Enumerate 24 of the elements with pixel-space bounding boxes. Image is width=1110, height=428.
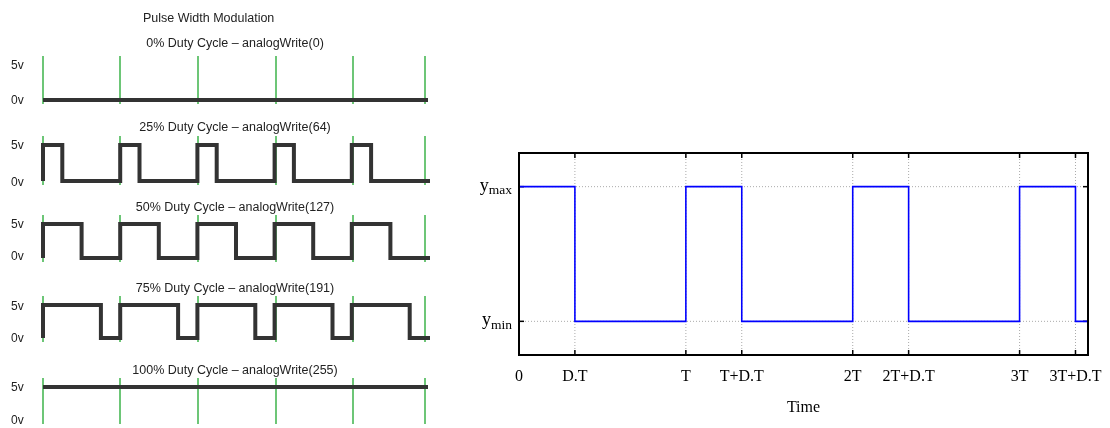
diagram-title: Pulse Width Modulation [143,10,275,26]
waveform-title: 100% Duty Cycle – analogWrite(255) [131,362,339,378]
waveform-title: 0% Duty Cycle – analogWrite(0) [145,35,325,51]
tick-label: y$_{max}$ [478,174,512,195]
voltage-label: 0v [11,249,24,263]
tick-label: 0 [514,367,524,385]
tick-label: D.T [561,367,589,385]
tick-label: y$_{min}$ [481,309,512,330]
waveform-title: 25% Duty Cycle – analogWrite(64) [138,119,332,135]
voltage-label: 5v [11,380,24,394]
voltage-label: 5v [11,299,24,313]
voltage-label: 5v [11,138,24,152]
axis-title: Time [785,398,822,416]
voltage-label: 0v [11,93,24,107]
voltage-label: 5v [11,58,24,72]
voltage-label: 5v [11,217,24,231]
voltage-label: 0v [11,175,24,189]
tick-label: 2T+D.T [881,367,936,385]
tick-label: T+D.T [718,367,765,385]
voltage-label: 0v [11,413,24,427]
voltage-label: 0v [11,331,24,345]
tick-label: 3T+D.T [1048,367,1103,385]
waveform-title: 75% Duty Cycle – analogWrite(191) [134,280,336,296]
waveform-title: 50% Duty Cycle – analogWrite(127) [134,199,336,215]
